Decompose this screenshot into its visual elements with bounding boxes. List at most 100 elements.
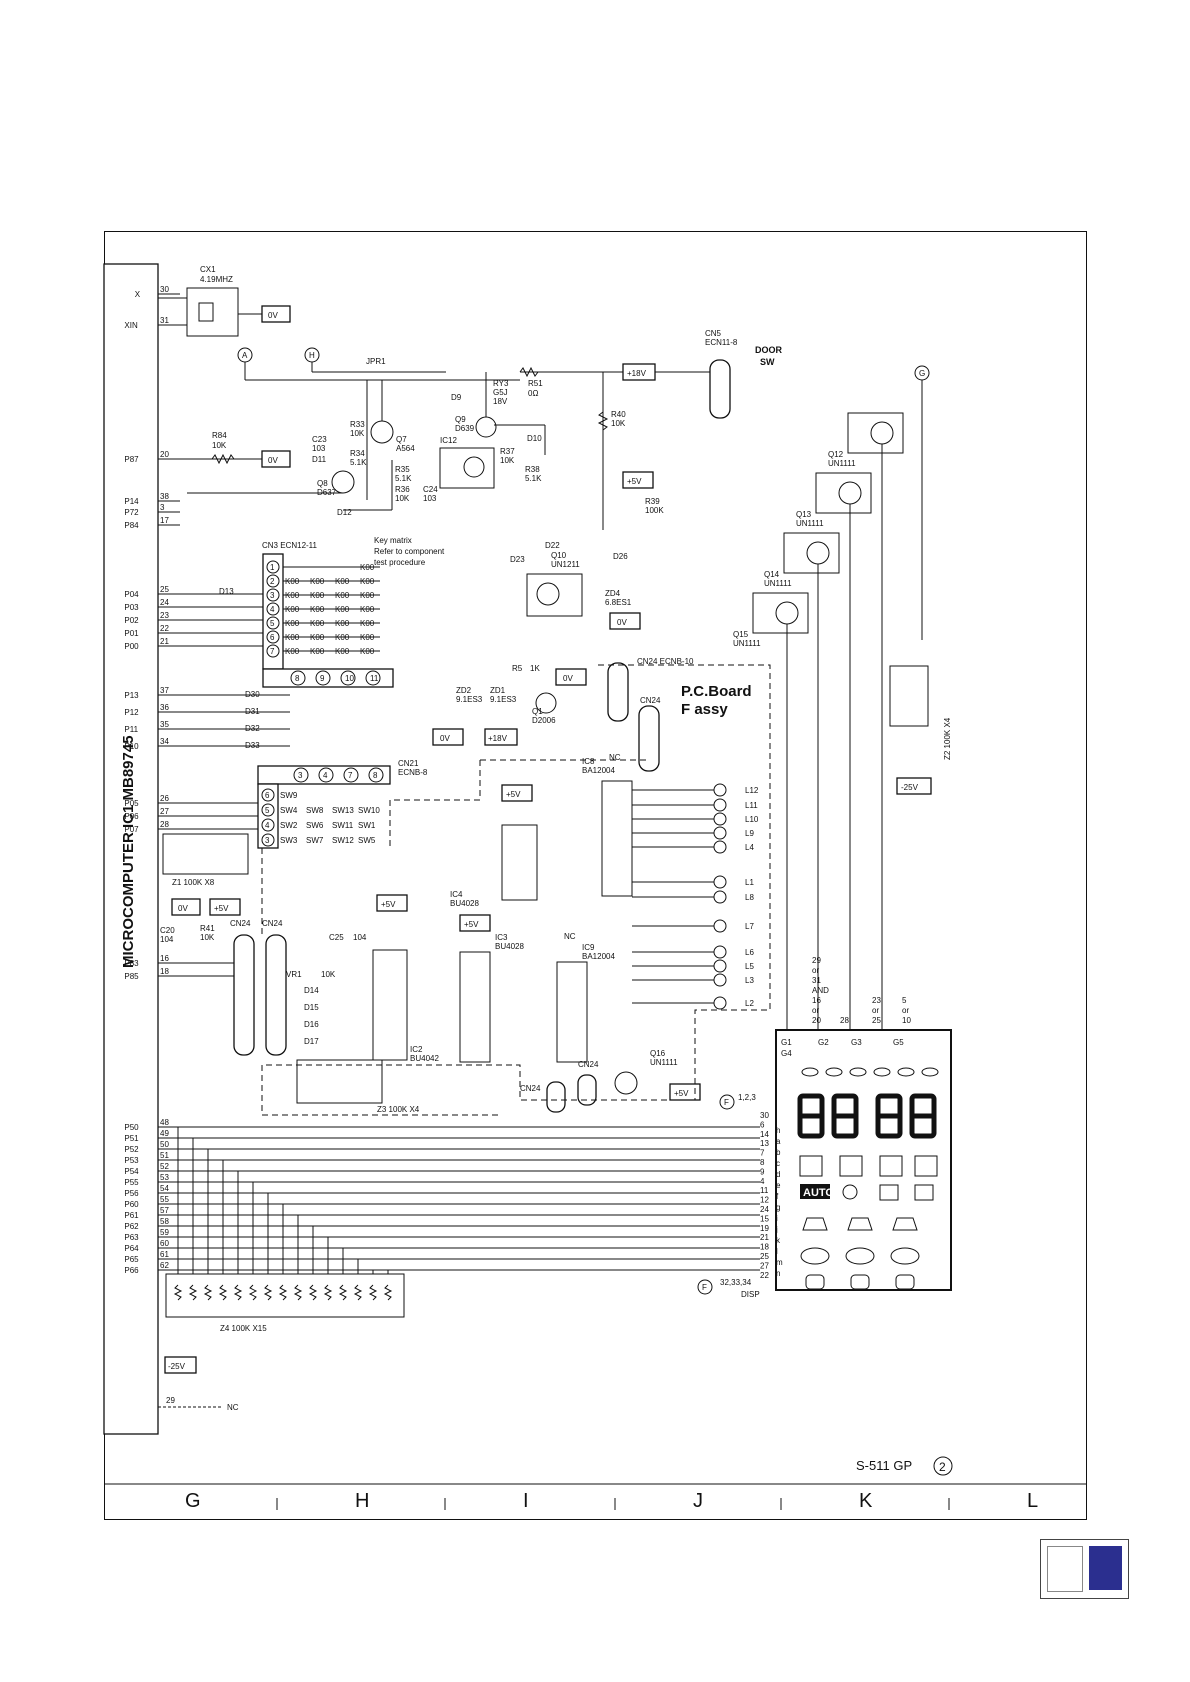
mcu-pin-name: P11 [124,725,138,734]
rail-5v-ic2-label: +5V [381,900,396,909]
cn3-pin [266,560,280,574]
r41-ref: R41 [200,924,215,933]
r39-value: 100K [645,506,664,515]
column-label: K [859,1490,873,1512]
key-matrix-cell: K00 [310,633,325,642]
q7-part: A564 [396,444,415,453]
led-indicator [713,890,727,904]
disp-pins: 32,33,34 [720,1278,752,1287]
led-label: L6 [745,948,754,957]
led-indicator [713,812,727,826]
g3-pin-25: 25 [872,1016,881,1025]
cn24-bottom-connector-1 [546,1081,566,1113]
mcu-pin-name: P02 [124,616,139,625]
mcu-pin-number: 24 [160,598,169,607]
key-matrix-cell: K00 [285,647,300,656]
ic8-box [601,780,633,897]
driver-transistor-part: UN1111 [828,459,856,468]
cn21-part: ECNB-8 [398,768,428,777]
mcu-pin-number: 52 [160,1162,169,1171]
ry3-ref: RY3 [493,379,509,388]
key-matrix-line1: Key matrix [374,536,412,545]
ic2-box [372,949,408,1061]
display-segment-pin: 27 [760,1261,769,1270]
r40-ref: R40 [611,410,626,419]
display-digit [797,1093,825,1139]
mcu-pin-number: 48 [160,1118,169,1127]
cn24-left-connector-1 [233,934,255,1056]
driver-transistor-part: UN1111 [764,579,792,588]
column-label: G [185,1490,201,1512]
mcu-pin-name: P72 [124,508,139,517]
rail-18v-cn5-label: +18V [627,369,647,378]
mcu-pin-number: 58 [160,1217,169,1226]
food-plate-icon [800,1247,830,1265]
mcu-pin-number: 20 [160,450,169,459]
key-matrix-cell: K00 [285,633,300,642]
ref-g-label: G [919,369,925,378]
led-label: L8 [745,893,754,902]
led-indicator [713,959,727,973]
crystal-box [186,287,239,337]
r84-value: 10K [212,441,227,450]
pin-info-16: 16 [812,996,821,1005]
key-matrix-cell: K00 [335,605,350,614]
rail-neg25-z4-label: -25V [168,1362,186,1371]
r34-ref: R34 [350,449,365,458]
r36-ref: R36 [395,485,410,494]
display-segment-pin: 22 [760,1271,769,1280]
driver-transistor-box [847,412,904,454]
mcu-pin-number: 35 [160,720,169,729]
c20-ref: C20 [160,926,175,935]
mcu-pin-name: P60 [124,1200,139,1209]
cn21-column-pin: 4 [323,771,328,780]
pin-info-29: 29 [812,956,821,965]
cn21-column-pin: 8 [373,771,378,780]
mcu-pin-name: P54 [124,1167,139,1176]
q16-ref: Q16 [650,1049,666,1058]
mcu-pin-name: P05 [124,799,139,808]
key-matrix-cell: K00 [285,605,300,614]
mcu-pin-name: P00 [124,642,139,651]
cn5-body [709,359,731,419]
g5-pin-5: 5 [902,996,907,1005]
display-segment-letter: l [776,1247,778,1256]
mcu-pin-name: P87 [124,455,139,464]
display-segment-pin: 11 [760,1186,769,1195]
q1-part: D2006 [532,716,556,725]
d11-ref: D11 [312,455,327,464]
rail-0v-zd2-label: 0V [440,734,450,743]
display-heat-icon [873,1067,891,1077]
crystal-value: 4.19MHZ [200,275,233,284]
key-matrix-cell: K00 [360,647,375,656]
mcu-pin-name: P85 [124,972,139,981]
zd4-ref: ZD4 [605,589,621,598]
d31-ref: D31 [245,707,260,716]
mcu-pin-number: 26 [160,794,169,803]
mcu-pin-number: 3 [160,503,165,512]
g5-pin-or: or [902,1006,909,1015]
ref-a-label: A [242,351,248,360]
led-label: L10 [745,815,759,824]
pin-info-20: 20 [812,1016,821,1025]
ic9-box [556,961,588,1063]
mcu-pin-name: P64 [124,1244,139,1253]
display-mode-icon [839,1155,863,1177]
cn24-left-label-1: CN24 [230,919,251,928]
plus-icon [879,1184,899,1201]
z4-label: Z4 100K X15 [220,1324,267,1333]
led-indicator [713,875,727,889]
d32-ref: D32 [245,724,260,733]
key-matrix-cell: K00 [310,647,325,656]
r51-value: 0Ω [528,389,538,398]
key-matrix-cell: K00 [335,591,350,600]
display-segment-pin: 19 [760,1224,769,1233]
cn21-pin: 5 [265,806,270,815]
column-label: I [523,1490,529,1512]
rail-0v-r84-label: 0V [268,456,278,465]
cn3-pin-number: 3 [270,591,275,600]
cn3-label: CN3 ECN12-11 [262,541,318,550]
